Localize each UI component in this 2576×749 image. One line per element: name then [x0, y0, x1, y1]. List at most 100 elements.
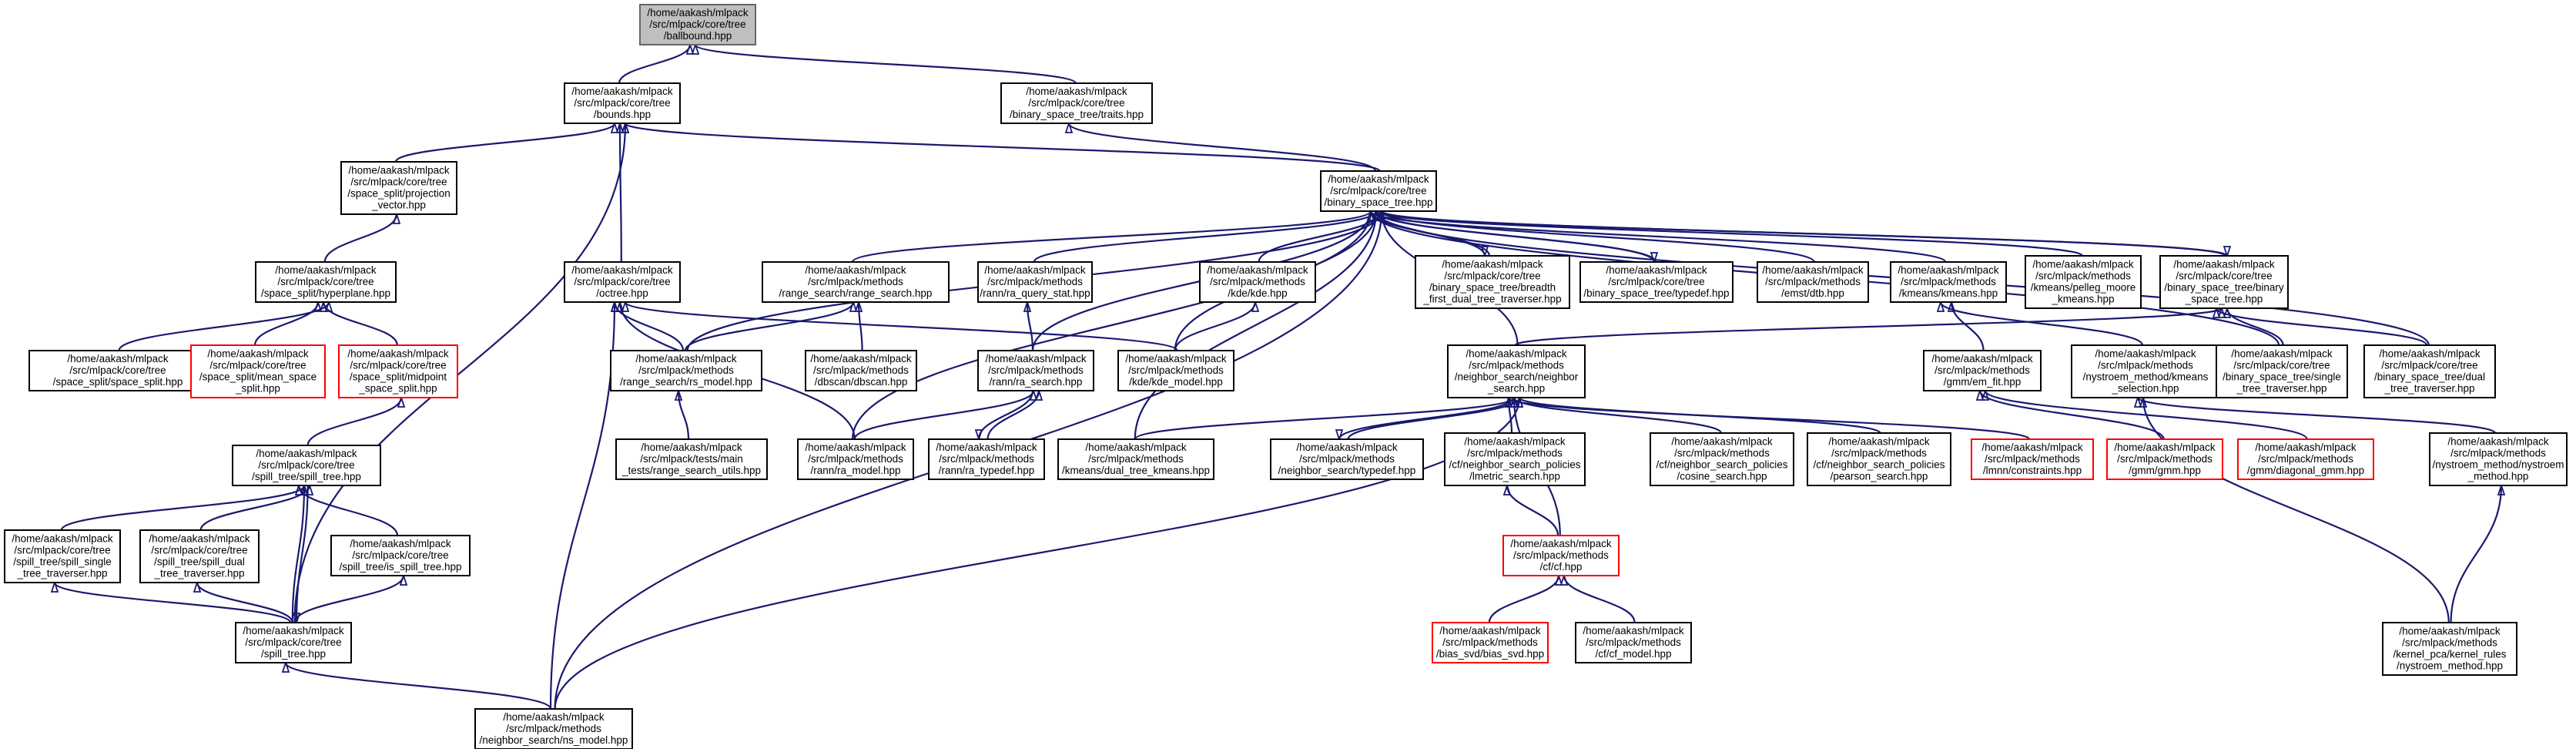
node-midpoint[interactable]: /home/aakash/mlpack/src/mlpack/core/tree… — [338, 344, 458, 398]
node-raquerystat[interactable]: /home/aakash/mlpack/src/mlpack/methods/r… — [977, 261, 1093, 303]
node-spacesplit[interactable]: /home/aakash/mlpack/src/mlpack/core/tree… — [28, 350, 207, 391]
node-biassvd[interactable]: /home/aakash/mlpack/src/mlpack/methods/b… — [1432, 622, 1549, 663]
edge-dbscan-to-rangesearch — [859, 302, 863, 351]
edge-cfmodel-to-cf — [1564, 576, 1636, 623]
node-label-line: /bounds.hpp — [594, 109, 651, 120]
node-bstbst[interactable]: /home/aakash/mlpack/src/mlpack/core/tree… — [2159, 255, 2289, 309]
node-label-line: /src/mlpack/methods — [2450, 448, 2546, 459]
node-label-line: /src/mlpack/methods — [2258, 453, 2353, 465]
node-label-line: /bias_svd/bias_svd.hpp — [1436, 648, 1544, 660]
node-bsttypedef[interactable]: /home/aakash/mlpack/src/mlpack/core/tree… — [1579, 261, 1734, 303]
node-box — [2382, 622, 2517, 676]
node-kmeans[interactable]: /home/aakash/mlpack/src/mlpack/methods/k… — [1890, 261, 2007, 303]
edge-lmnn-to-nsearch — [1509, 398, 2031, 441]
edge-spilltree-to-midpoint — [307, 398, 401, 446]
node-spilltree[interactable]: /home/aakash/mlpack/src/mlpack/core/tree… — [232, 445, 381, 486]
edge-bst-to-bstbst — [1378, 210, 2227, 256]
node-pelleg[interactable]: /home/aakash/mlpack/src/mlpack/methods/k… — [2025, 255, 2142, 309]
node-label-line: /src/mlpack/core/tree — [649, 18, 745, 30]
node-box — [1117, 350, 1234, 391]
node-rasearch[interactable]: /home/aakash/mlpack/src/mlpack/methods/r… — [977, 350, 1094, 391]
node-emfit[interactable]: /home/aakash/mlpack/src/mlpack/methods/g… — [1923, 350, 2042, 391]
node-spilltreehpp[interactable]: /home/aakash/mlpack/src/mlpack/core/tree… — [235, 622, 352, 663]
node-label-line: /home/aakash/mlpack — [1464, 436, 1566, 448]
edge-kernelrules-to-nystmethod — [2450, 485, 2501, 623]
node-label-line: /spill_tree/spill_dual — [154, 556, 245, 568]
node-cfmodel[interactable]: /home/aakash/mlpack/src/mlpack/methods/c… — [1575, 622, 1692, 663]
node-spilldual[interactable]: /home/aakash/mlpack/src/mlpack/core/tree… — [139, 529, 260, 583]
node-label-line: /src/mlpack/methods — [1210, 276, 1305, 287]
node-rangesearch[interactable]: /home/aakash/mlpack/src/mlpack/methods/r… — [762, 261, 950, 303]
edge-isspill-to-spilltree — [299, 485, 399, 536]
node-gmm[interactable]: /home/aakash/mlpack/src/mlpack/methods/g… — [2106, 438, 2223, 480]
node-pearson[interactable]: /home/aakash/mlpack/src/mlpack/methods/c… — [1807, 432, 1951, 486]
node-nystmethod[interactable]: /home/aakash/mlpack/src/mlpack/methods/n… — [2429, 432, 2568, 486]
node-hyperplane[interactable]: /home/aakash/mlpack/src/mlpack/core/tree… — [255, 261, 397, 303]
node-dtb[interactable]: /home/aakash/mlpack/src/mlpack/methods/e… — [1757, 261, 1869, 303]
node-dualkmeans[interactable]: /home/aakash/mlpack/src/mlpack/methods/k… — [1057, 438, 1214, 480]
node-box — [2429, 432, 2568, 486]
node-traits[interactable]: /home/aakash/mlpack/src/mlpack/core/tree… — [1000, 82, 1153, 124]
node-ballbound[interactable]: /home/aakash/mlpack/src/mlpack/core/tree… — [639, 4, 756, 45]
edge-rasearch-to-ratypedef — [979, 390, 1034, 439]
node-cosine[interactable]: /home/aakash/mlpack/src/mlpack/methods/c… — [1650, 432, 1794, 486]
node-nstypedef[interactable]: /home/aakash/mlpack/src/mlpack/methods/n… — [1270, 438, 1424, 480]
node-ramodel[interactable]: /home/aakash/mlpack/src/mlpack/methods/r… — [797, 438, 914, 480]
node-box — [2025, 255, 2142, 309]
edge-dualkmeans-to-bst — [1134, 211, 1376, 440]
node-label-line: /spill_tree/spill_tree.hpp — [252, 471, 361, 482]
node-box — [1447, 344, 1586, 398]
node-spillsingle[interactable]: /home/aakash/mlpack/src/mlpack/core/tree… — [4, 529, 121, 583]
node-nsmodel[interactable]: /home/aakash/mlpack/src/mlpack/methods/n… — [474, 708, 633, 749]
node-bounds[interactable]: /home/aakash/mlpack/src/mlpack/core/tree… — [564, 82, 681, 124]
node-diaggmm[interactable]: /home/aakash/mlpack/src/mlpack/methods/g… — [2237, 438, 2374, 480]
edge-rsmodelrange-to-rangesearch — [684, 302, 853, 351]
node-bstdual[interactable]: /home/aakash/mlpack/src/mlpack/core/tree… — [2363, 344, 2496, 398]
node-label-line: /src/mlpack/methods — [808, 276, 903, 287]
node-label-line: /src/mlpack/core/tree — [574, 97, 670, 109]
node-box — [977, 350, 1094, 391]
node-label-line: /src/mlpack/methods — [1469, 360, 1564, 371]
node-octree[interactable]: /home/aakash/mlpack/src/mlpack/core/tree… — [564, 261, 681, 303]
node-box — [2159, 255, 2289, 309]
node-label-line: /home/aakash/mlpack — [1296, 442, 1398, 453]
node-lmetric[interactable]: /home/aakash/mlpack/src/mlpack/methods/c… — [1444, 432, 1586, 486]
node-kernelrules[interactable]: /home/aakash/mlpack/src/mlpack/methods/k… — [2382, 622, 2517, 676]
node-lmnn[interactable]: /home/aakash/mlpack/src/mlpack/methods/l… — [1971, 438, 2094, 480]
node-ratypedef[interactable]: /home/aakash/mlpack/src/mlpack/methods/r… — [928, 438, 1045, 480]
edge-kdemodel-to-octree — [625, 302, 1178, 352]
node-kdemodel[interactable]: /home/aakash/mlpack/src/mlpack/methods/k… — [1117, 350, 1234, 391]
node-projvec[interactable]: /home/aakash/mlpack/src/mlpack/core/tree… — [340, 161, 457, 215]
node-label-line: /src/mlpack/core/tree — [1028, 97, 1124, 109]
node-isspill[interactable]: /home/aakash/mlpack/src/mlpack/core/tree… — [330, 535, 471, 576]
node-label-line: /kmeans/dual_tree_kmeans.hpp — [1062, 465, 1210, 476]
node-label-line: /space_split/hyperplane.hpp — [261, 287, 390, 299]
node-cf[interactable]: /home/aakash/mlpack/src/mlpack/methods/c… — [1502, 535, 1620, 576]
node-dbscan[interactable]: /home/aakash/mlpack/src/mlpack/methods/d… — [805, 350, 917, 391]
node-breadth[interactable]: /home/aakash/mlpack/src/mlpack/core/tree… — [1415, 255, 1570, 309]
node-label-line: /src/mlpack/methods — [638, 364, 734, 376]
node-label-line: /src/mlpack/methods — [1088, 453, 1184, 465]
node-label-line: /home/aakash/mlpack — [1442, 259, 1543, 270]
node-label-line: /src/mlpack/core/tree — [69, 364, 166, 376]
node-bstsingle[interactable]: /home/aakash/mlpack/src/mlpack/core/tree… — [2216, 344, 2348, 398]
node-rsutils[interactable]: /home/aakash/mlpack/src/mlpack/tests/mai… — [615, 438, 768, 480]
edge-nsearch-to-bstbst — [1514, 308, 2222, 347]
node-label-line: /home/aakash/mlpack — [1671, 436, 1773, 448]
edge-biassvd-to-cf — [1488, 576, 1559, 623]
edge-rangesearch-to-bst — [851, 211, 1371, 264]
node-rsmodelrange[interactable]: /home/aakash/mlpack/src/mlpack/methods/r… — [610, 350, 762, 391]
node-nystkmeans[interactable]: /home/aakash/mlpack/src/mlpack/methods/n… — [2071, 344, 2220, 398]
node-box — [615, 438, 768, 480]
node-bst[interactable]: /home/aakash/mlpack/src/mlpack/core/tree… — [1320, 170, 1437, 212]
node-kde[interactable]: /home/aakash/mlpack/src/mlpack/methods/k… — [1199, 261, 1316, 303]
node-box — [1650, 432, 1794, 486]
node-label-line: /src/mlpack/core/tree — [2381, 360, 2477, 371]
node-label-line: /neighbor_search/typedef.hpp — [1278, 465, 1416, 476]
node-meanspace[interactable]: /home/aakash/mlpack/src/mlpack/core/tree… — [190, 344, 326, 398]
edge-cf-to-lmetric — [1507, 485, 1559, 536]
edge-traits-to-ballbound — [695, 45, 1077, 85]
node-nsearch[interactable]: /home/aakash/mlpack/src/mlpack/methods/n… — [1447, 344, 1586, 398]
node-box — [1890, 261, 2007, 303]
